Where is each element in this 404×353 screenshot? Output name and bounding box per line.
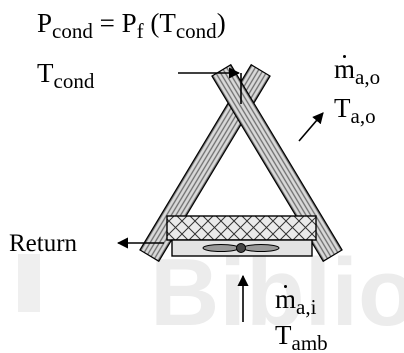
fan-icon — [202, 243, 280, 253]
coil-right — [211, 63, 343, 263]
outlet-air-mass-flow-label: ma,o — [334, 54, 381, 89]
condensing-temperature-label: Tcond — [37, 58, 95, 93]
pressure-equation-label: Pcond = Pf (Tcond) — [37, 8, 226, 43]
condenser-header-box — [166, 215, 317, 241]
watermark-block — [18, 254, 40, 312]
air-out-arrow — [298, 112, 324, 142]
return-label: Return — [9, 230, 78, 257]
watermark-text: Biblio — [150, 239, 404, 346]
ambient-temperature-label: Tamb — [275, 320, 328, 353]
inlet-air-mass-flow-label: ma,i — [275, 284, 317, 319]
outlet-air-temperature-label: Ta,o — [334, 93, 376, 128]
